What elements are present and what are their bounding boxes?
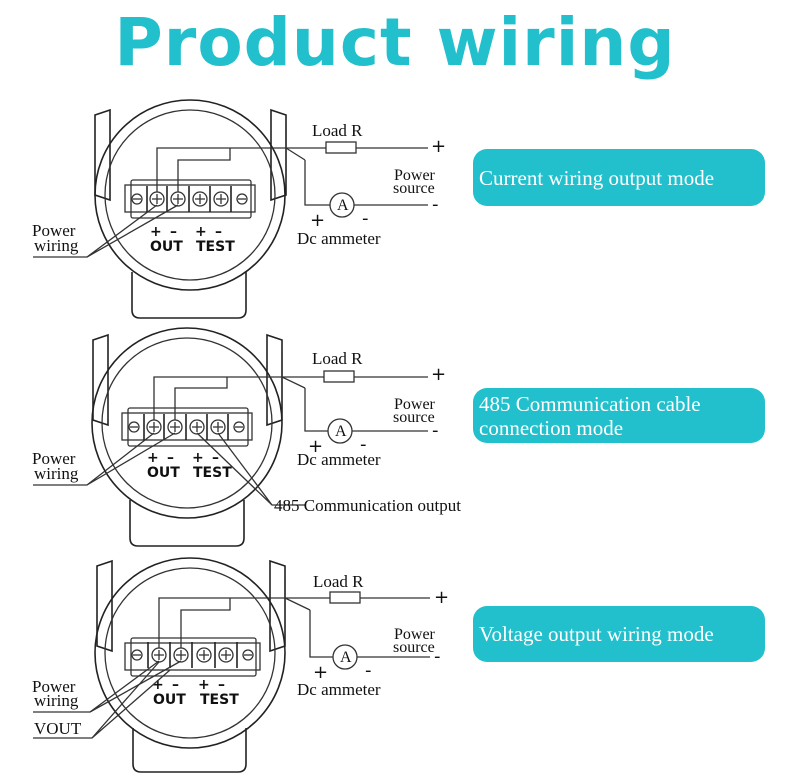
ammeter-plus: + <box>308 436 323 457</box>
power-wiring-label: Power <box>32 221 76 240</box>
mode-badge-485: 485 Communication cable connection mode <box>473 388 765 443</box>
ammeter-minus: - <box>365 660 372 681</box>
power-wiring-label: wiring <box>34 691 79 710</box>
power-source-label: source <box>393 639 435 656</box>
terminal-block <box>131 642 254 668</box>
dc-ammeter-label: Dc ammeter <box>297 229 381 248</box>
term-plus: + <box>147 450 159 466</box>
terminal-block <box>131 186 248 212</box>
term-minus: – <box>212 450 219 466</box>
mode-label: Current wiring output mode <box>479 165 715 190</box>
mode-badge-current: Current wiring output mode <box>473 149 765 206</box>
external-circuit <box>282 370 428 444</box>
ammeter-symbol: A <box>337 197 349 214</box>
external-circuit <box>286 141 428 218</box>
ammeter-plus: + <box>310 210 325 231</box>
transmitter-housing <box>94 557 286 773</box>
power-source-label: Power <box>394 167 436 184</box>
out-label: OUT <box>153 692 186 708</box>
term-plus: + <box>195 224 207 240</box>
test-label: TEST <box>196 239 235 255</box>
term-minus: – <box>215 224 222 240</box>
load-resistor <box>325 141 357 154</box>
wiring-panel-2: Load R + - Power source A + - Dc ammeter… <box>32 327 461 547</box>
wiring-panel-3: Load R + - Power source A + - Dc ammeter… <box>32 557 449 773</box>
power-wiring-label: Power <box>32 449 76 468</box>
load-resistor <box>329 591 361 604</box>
ammeter-symbol: A <box>335 423 347 440</box>
ammeter-plus: + <box>313 662 328 683</box>
minus-sign: - <box>432 420 439 441</box>
mode-label: connection mode <box>479 415 624 440</box>
power-wiring-label: wiring <box>34 464 79 483</box>
term-plus: + <box>198 677 210 693</box>
terminal-block <box>128 414 245 440</box>
power-wiring-label: wiring <box>34 236 79 255</box>
term-plus: + <box>152 677 164 693</box>
ammeter-minus: - <box>360 434 367 455</box>
load-r-label: Load R <box>312 121 363 140</box>
minus-sign: - <box>432 194 439 215</box>
plus-sign: + <box>431 364 446 385</box>
test-label: TEST <box>193 465 232 481</box>
page-title: Product wiring <box>114 4 676 81</box>
term-plus: + <box>192 450 204 466</box>
ammeter-minus: - <box>362 208 369 229</box>
term-minus: – <box>167 450 174 466</box>
rs485-output-label: 485 Communication output <box>274 496 461 515</box>
out-label: OUT <box>147 465 180 481</box>
minus-sign: - <box>434 646 441 667</box>
term-minus: – <box>170 224 177 240</box>
load-r-label: Load R <box>312 349 363 368</box>
mode-label: Voltage output wiring mode <box>479 622 714 646</box>
mode-badge-voltage: Voltage output wiring mode <box>473 606 765 662</box>
dc-ammeter-label: Dc ammeter <box>297 450 381 469</box>
power-wiring-label: Power <box>32 677 76 696</box>
wiring-panel-1: Load R + - Power source A + - Dc ammeter… <box>32 99 446 319</box>
dc-ammeter-label: Dc ammeter <box>297 680 381 699</box>
plus-sign: + <box>431 136 446 157</box>
term-plus: + <box>150 224 162 240</box>
load-r-label: Load R <box>313 572 364 591</box>
transmitter-housing <box>94 99 287 319</box>
test-label: TEST <box>200 692 239 708</box>
term-minus: – <box>218 677 225 693</box>
power-source-label: source <box>393 180 435 197</box>
power-source-label: Power <box>394 626 436 643</box>
power-source-label: source <box>393 409 435 426</box>
ammeter-symbol: A <box>340 649 352 666</box>
load-resistor <box>323 370 355 383</box>
mode-label: 485 Communication cable <box>479 391 701 416</box>
plus-sign: + <box>434 587 449 608</box>
term-minus: – <box>172 677 179 693</box>
transmitter-housing <box>91 327 283 547</box>
out-label: OUT <box>150 239 183 255</box>
external-circuit <box>285 591 430 670</box>
vout-label: VOUT <box>34 719 82 738</box>
power-source-label: Power <box>394 396 436 413</box>
